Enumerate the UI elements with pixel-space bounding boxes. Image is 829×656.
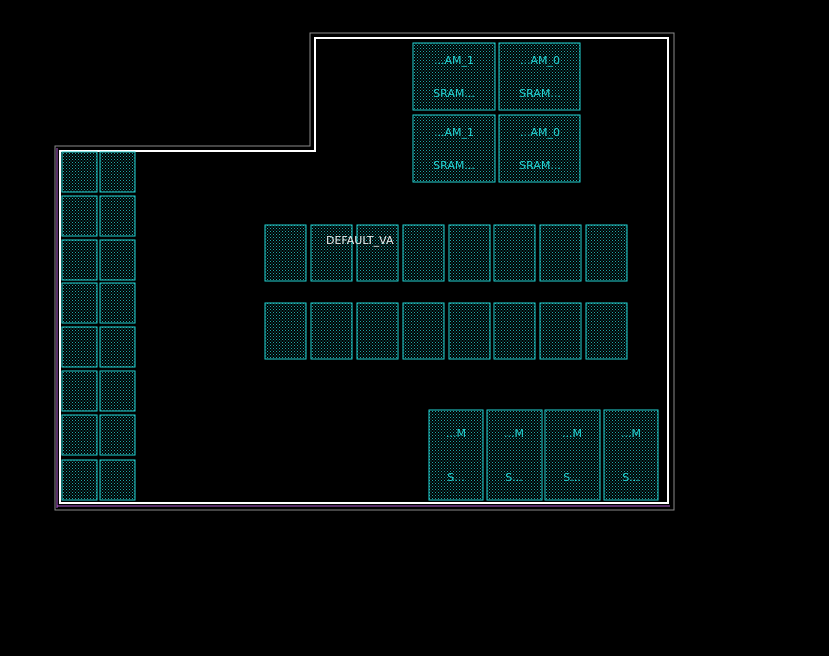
- sram-label-bottom: SRAM...: [433, 159, 475, 172]
- macro-cell[interactable]: [99, 282, 136, 324]
- macro-label-top: ...M: [504, 427, 524, 440]
- middle-macro-rows: [264, 224, 628, 360]
- sram-macro[interactable]: ...AM_0 SRAM...: [498, 42, 581, 111]
- macro-cell[interactable]: [310, 302, 353, 360]
- macro-cell[interactable]: [99, 195, 136, 237]
- macro-label-bottom: S...: [622, 471, 639, 484]
- macro-cell[interactable]: [61, 239, 98, 281]
- macro-cell[interactable]: [264, 302, 307, 360]
- core-boundary: [59, 37, 669, 504]
- macro-cell[interactable]: [61, 151, 98, 193]
- sram-label-bottom: SRAM...: [519, 159, 561, 172]
- die-outline: [54, 32, 675, 511]
- macro-cell[interactable]: [99, 370, 136, 412]
- macro-cell[interactable]: [539, 224, 582, 282]
- macro-cell[interactable]: [539, 302, 582, 360]
- macro-cell[interactable]: [493, 302, 536, 360]
- macro-cell[interactable]: [264, 224, 307, 282]
- sram-macro[interactable]: ...AM_1 SRAM...: [412, 114, 496, 183]
- macro-label-top: ...M: [621, 427, 641, 440]
- sram-macro[interactable]: ...AM_0 SRAM...: [498, 114, 581, 183]
- sram-label-bottom: SRAM...: [433, 87, 475, 100]
- macro-cell[interactable]: [448, 224, 491, 282]
- macro-cell[interactable]: [61, 370, 98, 412]
- macro-cell[interactable]: [61, 459, 98, 501]
- sram-label-top: ...AM_0: [520, 126, 560, 139]
- macro-cell[interactable]: [61, 414, 98, 456]
- macro-cell[interactable]: [402, 302, 445, 360]
- macro-cell[interactable]: [99, 326, 136, 368]
- macro-cell[interactable]: [99, 459, 136, 501]
- left-macro-column: [61, 151, 136, 501]
- macro-cell[interactable]: [310, 224, 353, 282]
- macro-cell[interactable]: [356, 224, 399, 282]
- bottom-macro[interactable]: ...M S...: [428, 409, 484, 501]
- sram-label-top: ...AM_1: [434, 126, 474, 139]
- region-label: DEFAULT_VA: [326, 234, 394, 247]
- macro-label-bottom: S...: [447, 471, 464, 484]
- macro-label-top: ...M: [446, 427, 466, 440]
- sram-label-bottom: SRAM...: [519, 87, 561, 100]
- macro-cell[interactable]: [61, 282, 98, 324]
- macro-cell[interactable]: [448, 302, 491, 360]
- macro-cell[interactable]: [402, 224, 445, 282]
- macro-cell[interactable]: [493, 224, 536, 282]
- macro-cell[interactable]: [356, 302, 399, 360]
- macro-cell[interactable]: [585, 224, 628, 282]
- bottom-macro[interactable]: ...M S...: [544, 409, 601, 501]
- macro-label-top: ...M: [562, 427, 582, 440]
- macro-label-bottom: S...: [563, 471, 580, 484]
- sram-label-top: ...AM_1: [434, 54, 474, 67]
- macro-cell[interactable]: [99, 239, 136, 281]
- macro-cell[interactable]: [61, 326, 98, 368]
- macro-cell[interactable]: [99, 151, 136, 193]
- bottom-macro[interactable]: ...M S...: [486, 409, 543, 501]
- macro-cell[interactable]: [99, 414, 136, 456]
- macro-cell[interactable]: [585, 302, 628, 360]
- sram-label-top: ...AM_0: [520, 54, 560, 67]
- macro-cell[interactable]: [61, 195, 98, 237]
- sram-macro[interactable]: ...AM_1 SRAM...: [412, 42, 496, 111]
- bottom-macro[interactable]: ...M S...: [603, 409, 659, 501]
- macro-label-bottom: S...: [505, 471, 522, 484]
